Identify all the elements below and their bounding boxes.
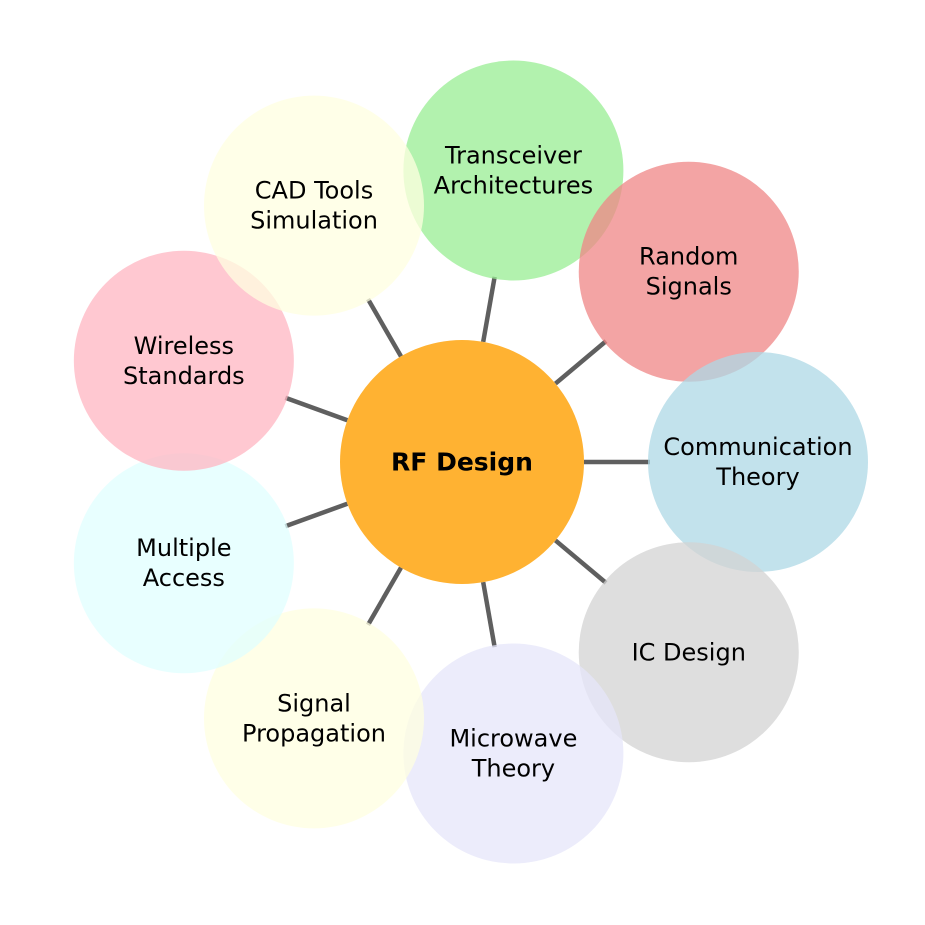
- node-circle-microwave-theory: [403, 643, 624, 864]
- node-circle-cad-tools-simulation: [204, 95, 424, 316]
- center-node: RF Design: [340, 340, 584, 584]
- connector-random-signals: [554, 339, 608, 386]
- connector-cad-tools-simulation: [366, 298, 403, 358]
- node-circle-wireless-standards: [73, 250, 294, 471]
- node-label-line: Architectures: [434, 171, 593, 199]
- node-label-line: Propagation: [242, 719, 386, 747]
- node-label-line: Multiple: [136, 534, 231, 562]
- node-circle-random-signals: [578, 161, 799, 382]
- node-label-ic-design: IC Design: [632, 638, 746, 666]
- node-label-line: Theory: [471, 755, 555, 783]
- node-label-line: Signal: [277, 689, 351, 717]
- node-label-line: Simulation: [250, 207, 378, 235]
- connector-wireless-standards: [284, 395, 349, 423]
- center-circle: [340, 340, 584, 584]
- connector-ic-design: [554, 538, 608, 585]
- node-label-line: IC Design: [632, 638, 746, 666]
- node-circle-transceiver-architectures: [403, 60, 624, 281]
- center-label: RF Design: [391, 448, 533, 477]
- node-label-line: Theory: [715, 463, 799, 491]
- node-circle-multiple-access: [73, 453, 294, 674]
- connector-multiple-access: [284, 501, 349, 529]
- connector-signal-propagation: [366, 566, 403, 626]
- node-label-line: Wireless: [134, 332, 234, 360]
- connectors: [284, 276, 650, 648]
- node-label-line: Standards: [123, 362, 245, 390]
- node-label-line: Communication: [663, 433, 852, 461]
- node-label-line: Signals: [646, 273, 732, 301]
- node-circle-communication-theory: [648, 352, 868, 572]
- node-label-line: Access: [143, 564, 225, 592]
- node-circle-signal-propagation: [204, 608, 424, 829]
- node-label-line: Random: [639, 243, 738, 271]
- node-ic-design: IC Design: [578, 542, 799, 763]
- connector-microwave-theory: [480, 581, 497, 648]
- node-label-line: Microwave: [449, 725, 577, 753]
- node-circle-ic-design: [578, 542, 799, 763]
- connector-transceiver-architectures: [480, 276, 497, 343]
- node-label-line: CAD Tools: [255, 177, 373, 205]
- node-label-line: Transceiver: [444, 141, 582, 169]
